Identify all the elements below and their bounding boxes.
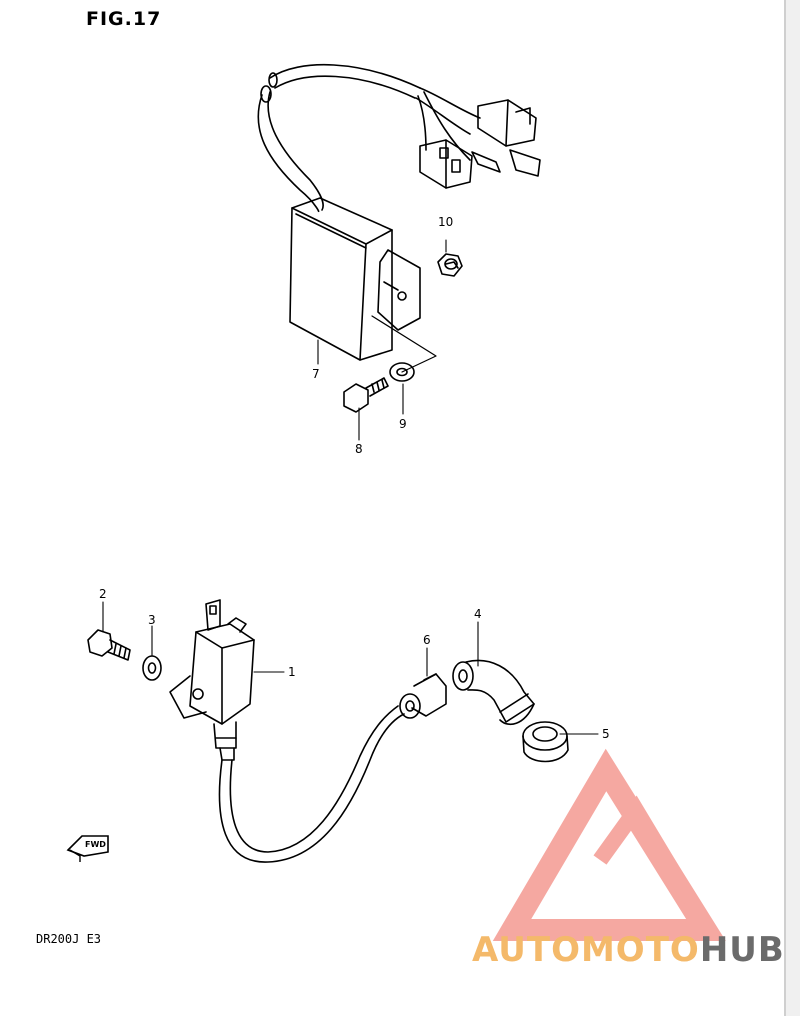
seal-part-6 xyxy=(399,673,447,719)
callout-2: 2 xyxy=(99,587,107,601)
logo-text-secondary: HUB xyxy=(699,930,785,970)
callout-3: 3 xyxy=(148,613,156,627)
callout-7: 7 xyxy=(312,367,320,381)
logo-text-primary: AUTOMOTO xyxy=(472,930,700,970)
callout-5: 5 xyxy=(602,727,610,741)
callout-9: 9 xyxy=(399,417,407,431)
washer-part-3 xyxy=(142,655,162,681)
cdi-unit xyxy=(289,197,437,373)
bolt-part-2 xyxy=(87,629,131,661)
bolt-part-8 xyxy=(343,377,389,413)
cover-part-5 xyxy=(522,721,569,763)
callout-1: 1 xyxy=(288,665,296,679)
logo-triangle-icon xyxy=(492,748,726,941)
callout-8: 8 xyxy=(355,442,363,456)
high-tension-lead xyxy=(218,705,405,863)
figure-title: FIG.17 xyxy=(86,8,162,30)
scan-border xyxy=(784,0,800,1016)
logo-wordmark: AUTOMOTOHUB xyxy=(472,930,785,970)
callout-10: 10 xyxy=(438,215,454,229)
washer-part-9 xyxy=(389,362,415,382)
fwd-label: FWD xyxy=(85,840,106,849)
callout-4: 4 xyxy=(474,607,482,621)
ignition-coil-part-1 xyxy=(169,599,255,761)
callout-6: 6 xyxy=(423,633,431,647)
plug-cap-part-4 xyxy=(452,659,535,726)
cdi-wiring-harness xyxy=(257,63,541,212)
callout-leaders xyxy=(102,239,599,735)
fwd-arrow-icon xyxy=(66,835,109,862)
nut-part-10 xyxy=(437,253,463,277)
model-label: DR200J E3 xyxy=(36,932,102,946)
